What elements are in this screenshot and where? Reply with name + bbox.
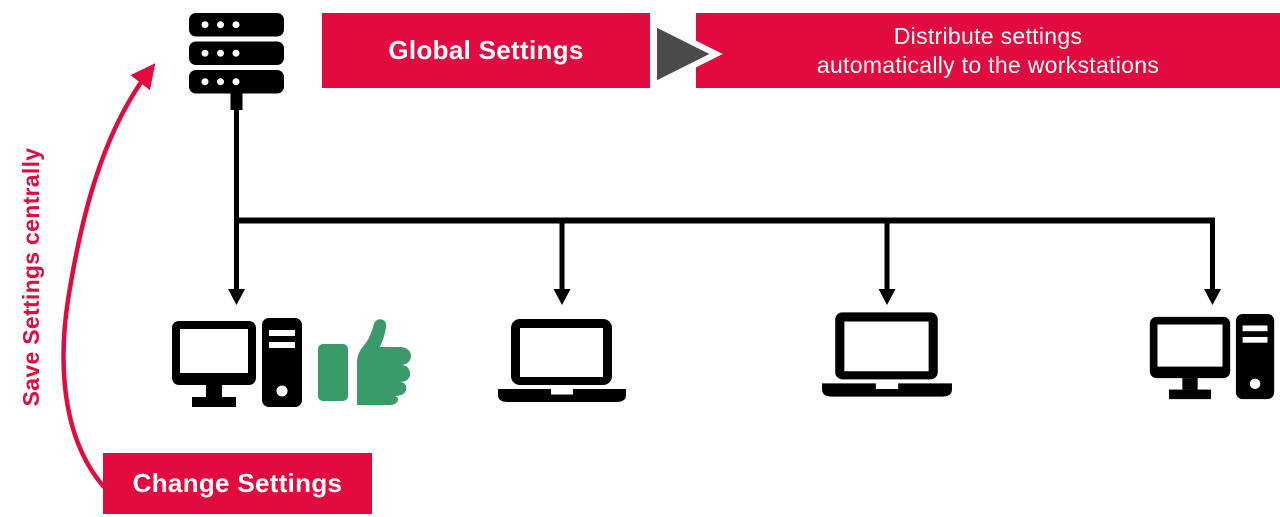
- thumbs-up-icon: [314, 314, 414, 406]
- save-settings-centrally-label: Save Settings centrally: [18, 147, 44, 407]
- arrow-down-icon: [228, 289, 1221, 305]
- distribute-settings-line1: Distribute settings: [893, 22, 1083, 49]
- distribute-settings-banner: Distribute settings automatically to the…: [696, 13, 1280, 88]
- desktop-computer-icon: [1146, 314, 1278, 402]
- desktop-computer-icon: [172, 318, 302, 410]
- distribute-settings-line2: automatically to the workstations: [816, 51, 1160, 78]
- global-settings-label: Global Settings: [388, 35, 584, 65]
- global-settings-banner: Global Settings: [322, 13, 650, 88]
- server-rack-icon: [189, 13, 284, 110]
- right-triangle-arrow-icon: [651, 18, 723, 90]
- laptop-icon: [496, 318, 628, 404]
- laptop-icon: [820, 310, 954, 400]
- change-settings-label: Change Settings: [132, 468, 343, 498]
- change-settings-banner: Change Settings: [103, 453, 372, 514]
